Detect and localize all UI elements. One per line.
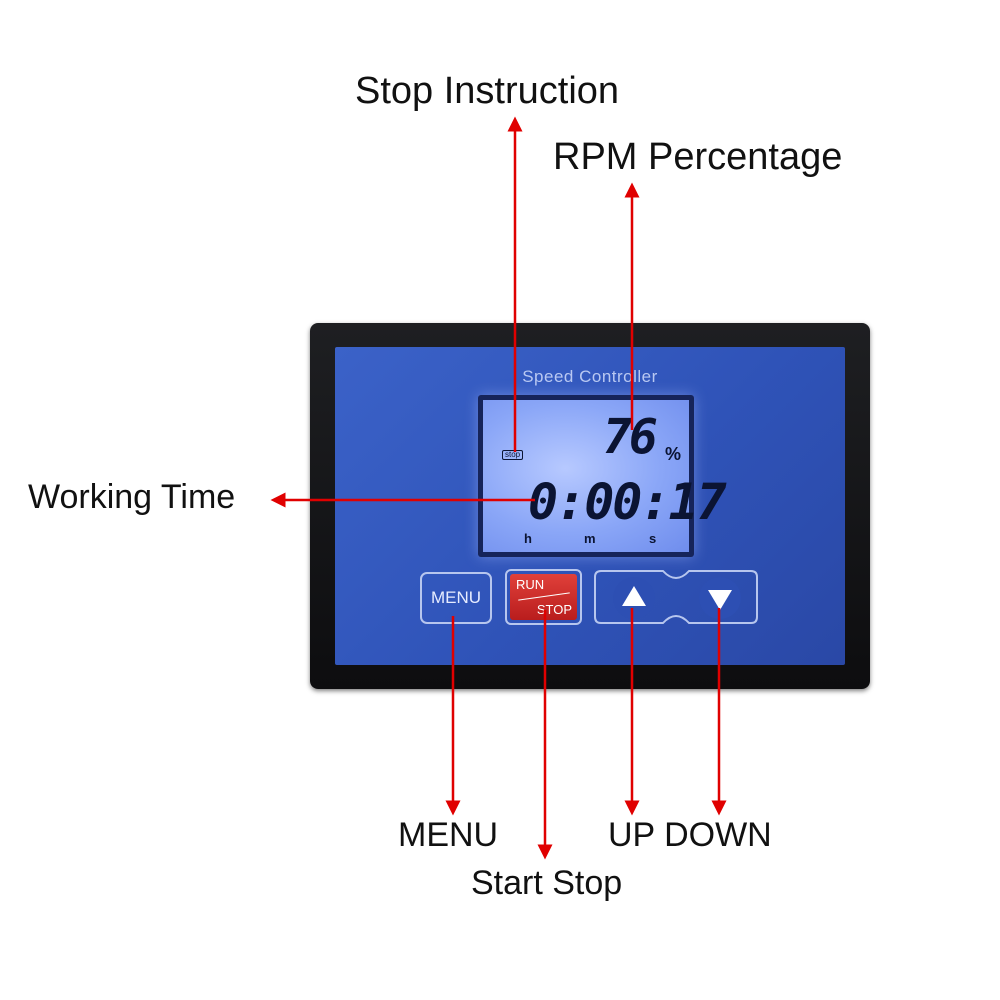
working-time-value: 0:00:17 (528, 473, 727, 531)
percent-unit: % (665, 444, 682, 464)
speed-controller-device: Speed Controller stop 76 % 0:00:17 h m s… (310, 323, 870, 689)
lcd-frame: stop 76 % 0:00:17 h m s (478, 395, 727, 557)
seconds-unit: s (649, 531, 657, 546)
stop-instruction-label: Stop Instruction (355, 70, 620, 112)
run-label: RUN (516, 577, 545, 592)
up-down-label: UP DOWN (608, 816, 772, 854)
stop-indicator-icon: stop (502, 450, 524, 460)
run-stop-button-frame: RUN STOP (505, 569, 582, 625)
rpm-percentage-label: RPM Percentage (553, 136, 843, 178)
menu-label: MENU (398, 816, 499, 854)
lcd-display: stop 76 % 0:00:17 h m s (483, 400, 727, 552)
front-panel: Speed Controller stop 76 % 0:00:17 h m s… (335, 347, 845, 665)
hours-unit: h (524, 531, 532, 546)
working-time-label: Working Time (28, 478, 236, 516)
up-down-outline (594, 570, 758, 624)
menu-button[interactable]: MENU (420, 572, 492, 624)
start-stop-label: Start Stop (471, 864, 623, 902)
rpm-percentage-value: 76 (603, 409, 658, 465)
up-button[interactable] (613, 577, 655, 619)
device-title: Speed Controller (522, 367, 658, 386)
down-triangle-icon (708, 590, 732, 610)
minutes-unit: m (584, 531, 596, 546)
up-triangle-icon (622, 586, 646, 606)
